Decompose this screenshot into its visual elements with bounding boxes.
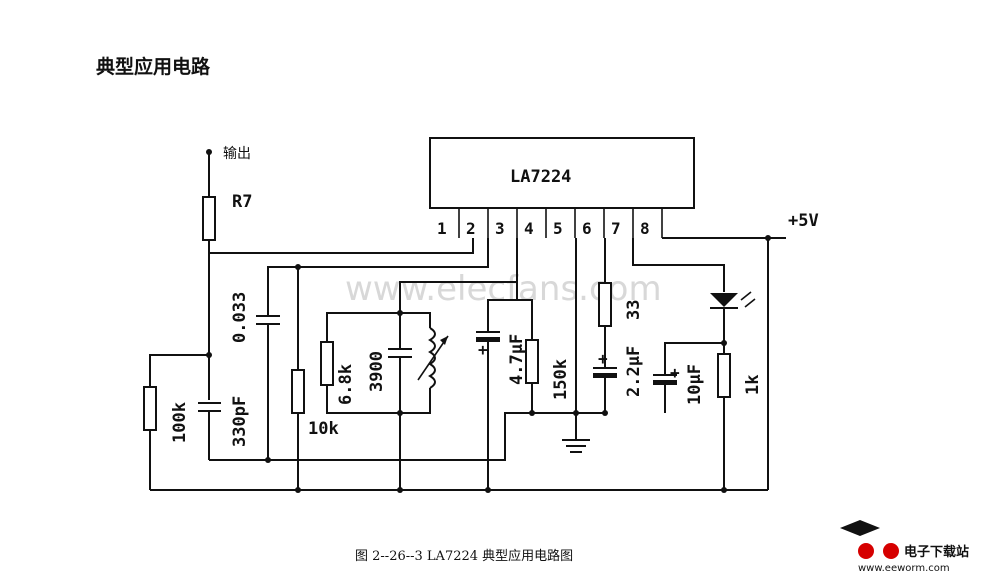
r-100k-label: 100k <box>170 402 190 443</box>
logo-site-name: 电子下载站 <box>904 544 969 560</box>
c-330pf-label: 330pF <box>230 396 250 447</box>
pin-6-label: 6 <box>582 219 592 238</box>
c-47uf-plus: + <box>478 340 488 359</box>
c-22uf-plus: + <box>598 349 608 368</box>
vcc-branch: +5V <box>662 211 819 490</box>
site-logo: 电子下载站 www.eeworm.com <box>840 520 969 574</box>
c-3900-label: 3900 <box>367 351 387 392</box>
vcc-label: +5V <box>788 211 819 231</box>
bug-icon-2 <box>883 543 899 559</box>
pin-8-label: 8 <box>640 219 650 238</box>
c-22uf-label: 2.2μF <box>624 346 644 397</box>
resistor-100k <box>143 386 157 431</box>
pin-7-label: 7 <box>611 219 621 238</box>
c-10uf-plus: + <box>670 363 680 382</box>
ground-symbol <box>562 238 590 453</box>
mortarboard-icon <box>840 520 880 536</box>
pin7-branch: + 10μF 1k <box>632 238 763 493</box>
r7-label: R7 <box>232 192 252 212</box>
coil-inductor <box>428 327 436 389</box>
pin-5-label: 5 <box>553 219 563 238</box>
output-label: 输出 <box>223 146 251 162</box>
capacitor-330pf: 330pF <box>198 396 250 460</box>
r-68k-label: 6.8k <box>336 364 356 405</box>
c-10uf-label: 10μF <box>685 364 705 405</box>
pin-2-label: 2 <box>466 219 476 238</box>
led-diode <box>710 293 738 307</box>
pin-3-label: 3 <box>495 219 505 238</box>
resistor-1k <box>717 353 731 398</box>
r-33-label: 33 <box>624 300 644 320</box>
ic-body <box>429 137 695 209</box>
resistor-33 <box>598 282 612 327</box>
pin6-branch: + 33 2.2μF <box>593 238 644 416</box>
output-branch: 输出 R7 <box>202 146 474 400</box>
ic-label: LA7224 <box>510 167 571 187</box>
pin-4-label: 4 <box>524 219 534 238</box>
ground-return-wire <box>209 412 605 461</box>
resistor-10k <box>291 369 305 414</box>
r-150k-label: 150k <box>551 359 571 400</box>
c-47uf-label: 4.7μF <box>507 334 527 385</box>
resistor-100k-branch: 100k <box>143 352 212 490</box>
r-10k-label: 10k <box>308 419 339 439</box>
watermark: www.elecfans.com <box>345 269 662 309</box>
pin3-branch: 0.033 10k <box>230 238 489 493</box>
figure-caption: 图 2--26--3 LA7224 典型应用电路图 <box>355 548 573 564</box>
resistor-150k <box>525 339 539 384</box>
ic-la7224: LA7224 1 2 3 4 5 6 7 8 <box>429 137 695 238</box>
logo-url: www.eeworm.com <box>858 563 950 574</box>
pin-1-label: 1 <box>437 219 447 238</box>
resistor-r7 <box>202 196 216 241</box>
pin4-branch: 6.8k 3900 + 4.7μF 150k <box>320 238 571 493</box>
page-title: 典型应用电路 <box>96 55 211 78</box>
r-1k-label: 1k <box>743 375 763 395</box>
c-0033-label: 0.033 <box>230 292 250 343</box>
bug-icon <box>858 543 874 559</box>
resistor-6-8k <box>320 341 334 386</box>
